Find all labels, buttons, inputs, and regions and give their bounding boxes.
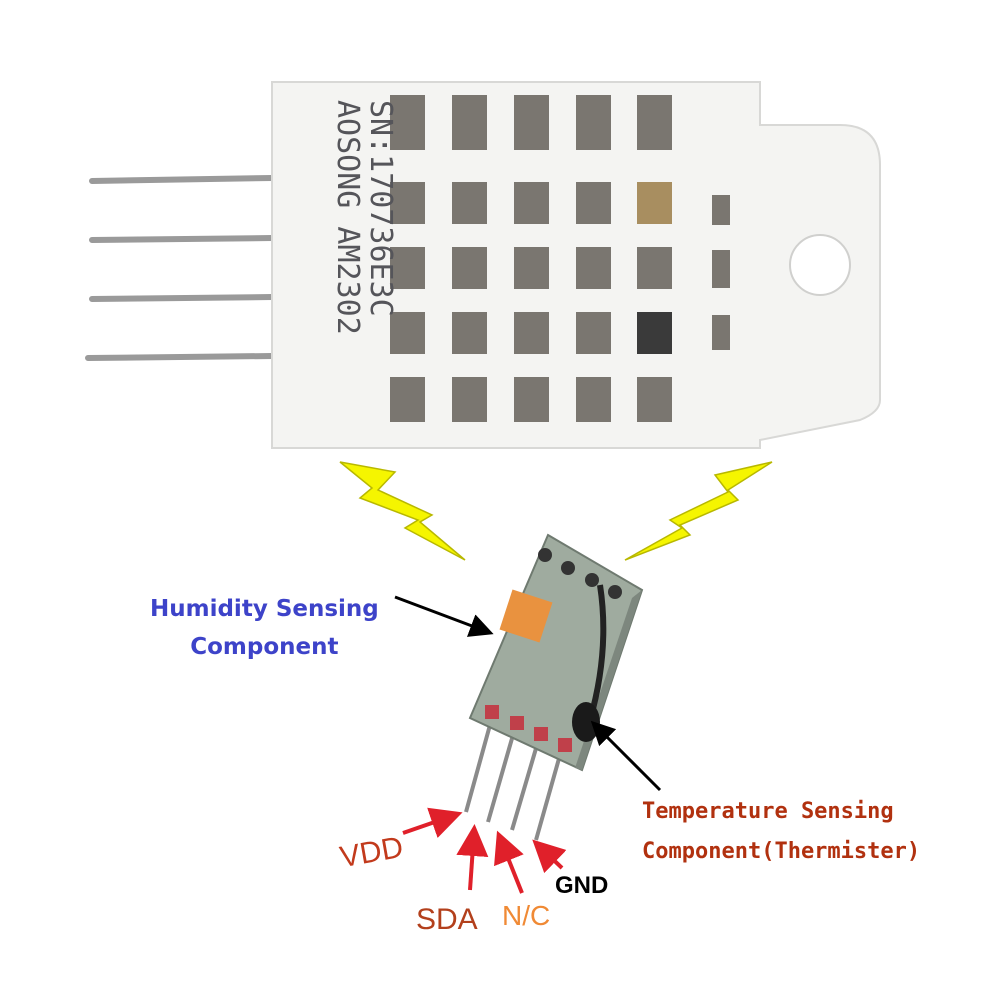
- housing-marking: AOSONG AM2302 SN:170736E3C: [330, 100, 398, 335]
- temperature-label-line2: Component(Thermister): [642, 839, 921, 864]
- humidity-label-line2: Component: [190, 634, 339, 660]
- pin-label-sda: SDA: [416, 903, 478, 936]
- pin-label-gnd: GND: [555, 872, 609, 899]
- marking-serial: SN:170736E3C: [363, 100, 398, 317]
- humidity-label-line1: Humidity Sensing: [150, 596, 379, 622]
- pin-label-nc: N/C: [502, 900, 551, 931]
- vent-grid: [390, 95, 730, 422]
- pin-arrows: [402, 807, 567, 894]
- humidity-component-label: Humidity Sensing Component: [150, 590, 379, 666]
- sensor-pcb: [464, 533, 644, 841]
- temperature-callout-arrow: [590, 720, 662, 792]
- lightning-bolt-left: [339, 461, 466, 561]
- marking-model: AOSONG AM2302: [330, 100, 365, 335]
- temperature-label-line1: Temperature Sensing: [642, 799, 894, 824]
- sensor-pins: [85, 175, 275, 361]
- lightning-bolt-right: [624, 461, 773, 561]
- humidity-callout-arrow: [394, 595, 494, 637]
- mounting-hole: [789, 234, 851, 296]
- temperature-component-label: Temperature Sensing Component(Thermister…: [642, 792, 920, 872]
